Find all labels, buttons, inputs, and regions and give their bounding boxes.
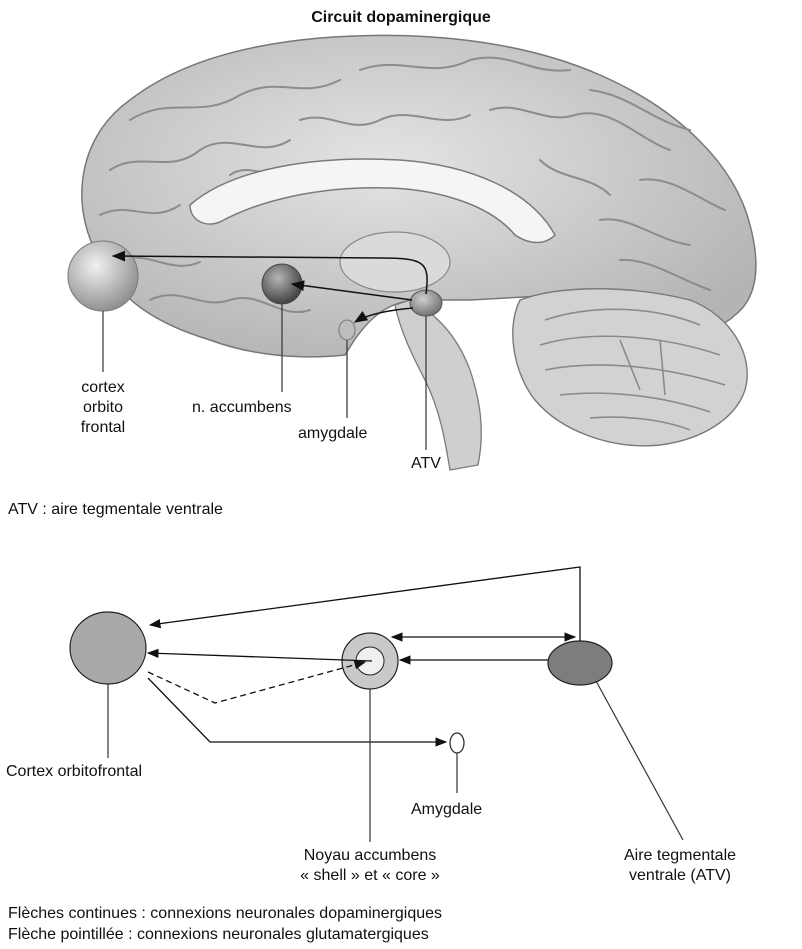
node-cortex-orbitofrontal bbox=[70, 612, 146, 684]
label-n-accumbens: n. accumbens bbox=[192, 398, 292, 418]
label-aire-line2: ventrale (ATV) bbox=[595, 866, 765, 886]
label-cortex-line1: cortex bbox=[68, 378, 138, 398]
label-amygdale-bottom: Amygdale bbox=[411, 800, 482, 820]
amygdale-sphere bbox=[339, 320, 355, 340]
brainstem bbox=[395, 300, 481, 470]
legend-dashed-arrow: Flèche pointillée : connexions neuronale… bbox=[8, 925, 429, 945]
node-aire-tegmentale-ventrale bbox=[548, 641, 612, 685]
label-cortex-line2: orbito bbox=[68, 398, 138, 418]
arrow-to-cortex bbox=[148, 653, 372, 661]
arrow-cortex-to-accumbens-dashed bbox=[148, 662, 365, 703]
schematic-diagram bbox=[70, 567, 683, 842]
label-aire-line1: Aire tegmentale bbox=[595, 846, 765, 866]
label-amygdale-top: amygdale bbox=[298, 424, 367, 444]
label-cortex-orbitofrontal-bottom: Cortex orbitofrontal bbox=[6, 762, 142, 782]
label-atv-top: ATV bbox=[411, 454, 441, 474]
arrow-cortex-to-amygdale bbox=[148, 678, 446, 742]
atv-definition: ATV : aire tegmentale ventrale bbox=[8, 500, 223, 520]
node-amygdale bbox=[450, 733, 464, 753]
cerebellum bbox=[513, 289, 747, 446]
label-aire-tegmentale: Aire tegmentale ventrale (ATV) bbox=[595, 846, 765, 886]
page-title: Circuit dopaminergique bbox=[0, 8, 802, 28]
label-cortex-line3: frontal bbox=[68, 418, 138, 438]
cortex-orbitofrontal-sphere bbox=[68, 241, 138, 311]
legend-solid-arrows: Flèches continues : connexions neuronale… bbox=[8, 904, 442, 924]
label-noyau-line2: « shell » et « core » bbox=[260, 866, 480, 886]
label-cortex-orbito-frontal: cortex orbito frontal bbox=[68, 378, 138, 438]
thalamus bbox=[340, 232, 450, 292]
brain-illustration bbox=[68, 35, 756, 470]
label-noyau-accumbens: Noyau accumbens « shell » et « core » bbox=[260, 846, 480, 886]
schematic-leader-lines bbox=[108, 681, 683, 842]
arrow-atv-to-cortex-long bbox=[150, 567, 580, 641]
leader-aire-schematic bbox=[596, 681, 683, 840]
label-noyau-line1: Noyau accumbens bbox=[260, 846, 480, 866]
